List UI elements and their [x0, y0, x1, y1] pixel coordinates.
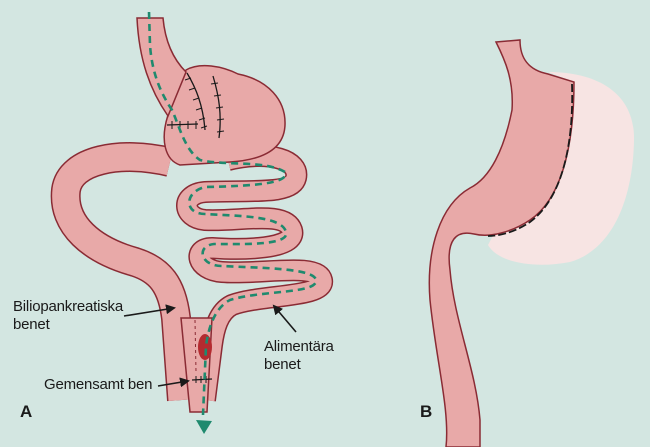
label-arrows [123, 304, 297, 388]
biliopancreatic-label-line2: benet [13, 316, 50, 333]
common-channel-label: Gemensamt ben [44, 376, 153, 393]
staple-ticks [171, 77, 225, 383]
alimentary-label-line2: benet [264, 356, 301, 373]
panel-a-letter: A [20, 402, 33, 421]
panel-b-letter: B [420, 402, 433, 421]
panel-b-diagram [428, 39, 635, 447]
biliopancreatic-label-line1: Biliopankreatiska [13, 298, 123, 315]
biliopancreatic-arrow [123, 304, 176, 317]
alimentary-label-line1: Alimentära [264, 338, 334, 355]
exit-arrowhead [196, 420, 212, 434]
alimentary-label: Alimentära benet [264, 338, 334, 374]
stoma-marker [198, 334, 212, 360]
sleeve-staple-line [487, 83, 574, 237]
bile-path [194, 319, 197, 373]
biliopancreatic-label: Biliopankreatiska benet [13, 298, 123, 334]
food-path [147, 11, 318, 416]
panel-a-diagram [50, 11, 333, 434]
common-arrow [157, 377, 190, 388]
alimentary-arrow [272, 304, 297, 333]
